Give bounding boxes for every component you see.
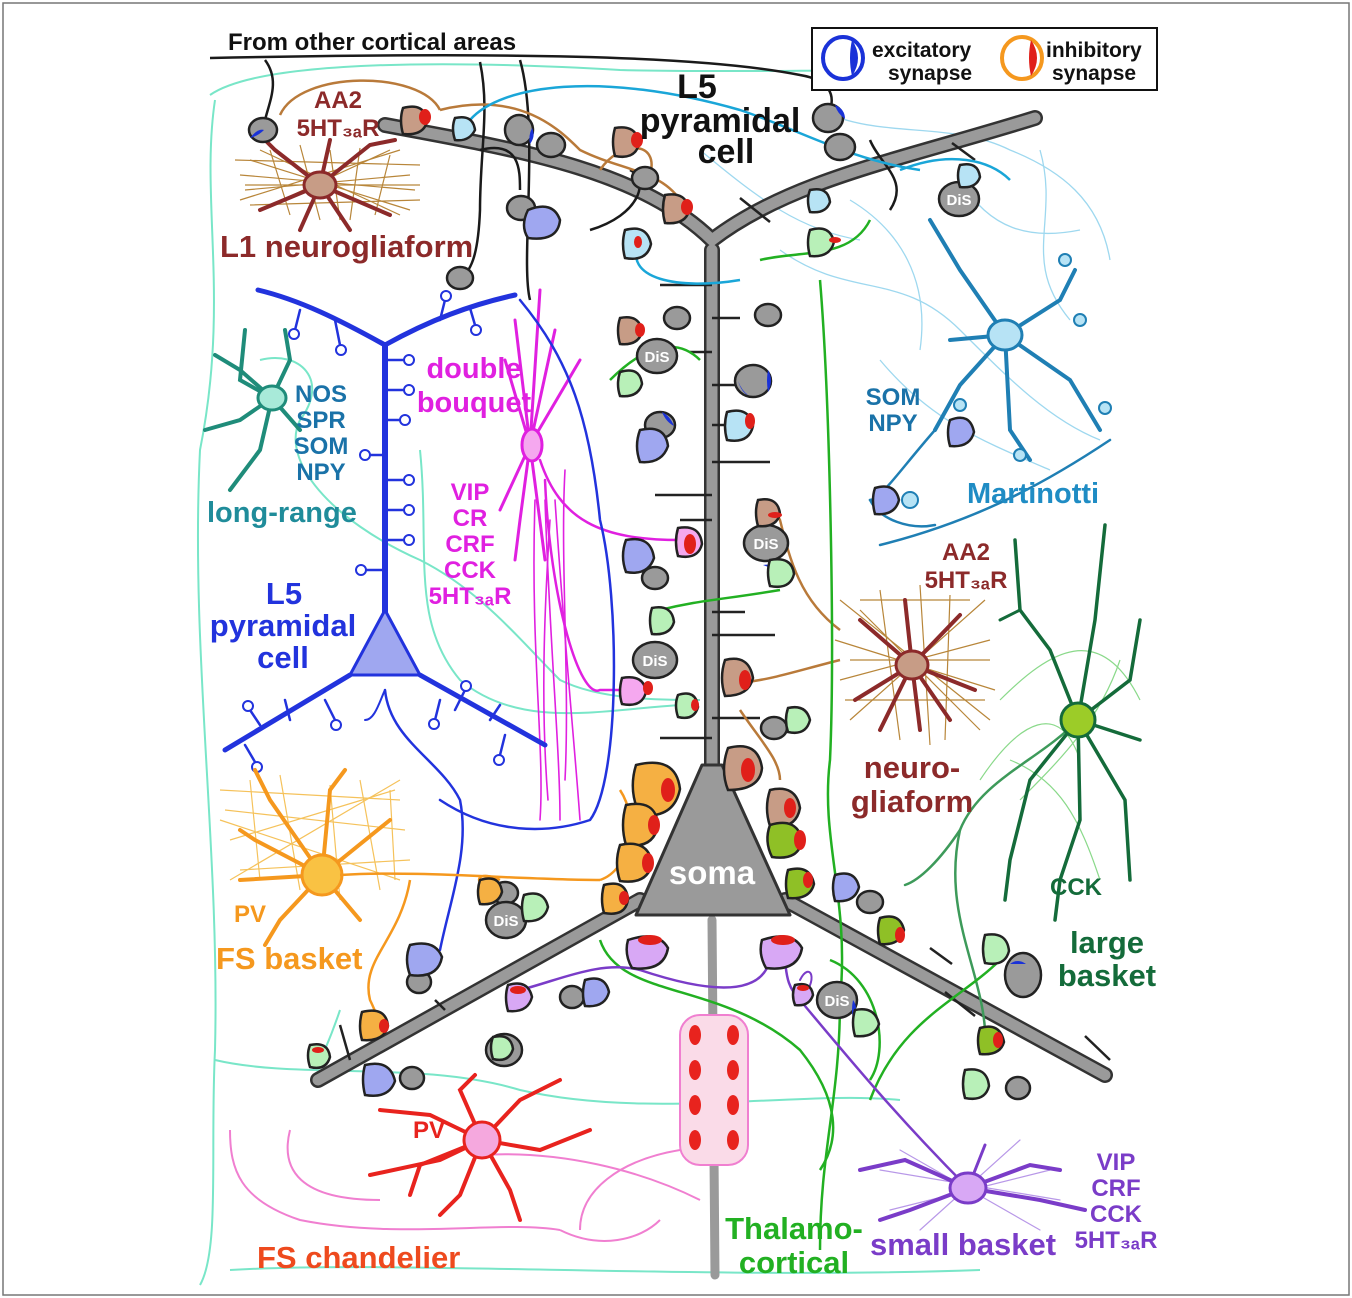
lb-name-2: basket [1058, 958, 1156, 993]
thalamocortical-axons [600, 220, 1000, 1250]
left-pyr-label-2: pyramidal [210, 608, 356, 643]
fsb-marker: PV [234, 901, 266, 928]
legend-inhibitory-label-1: inhibitory [1046, 39, 1142, 62]
dis-label: DiS [644, 349, 669, 366]
dis-label: DiS [946, 192, 971, 209]
dis-label: DiS [824, 993, 849, 1010]
dis-label: DiS [642, 653, 667, 670]
fs-basket-name: FS basket [216, 941, 362, 976]
thalamo-name-2: cortical [739, 1245, 849, 1280]
sb-marker: CRF [1091, 1175, 1140, 1202]
neurogliaform-cell [835, 585, 995, 745]
ng-name-2: gliaform [851, 784, 973, 819]
left-pyramidal-soma [350, 610, 420, 675]
title-other-areas: From other cortical areas [228, 29, 516, 56]
long-range-cell [205, 330, 300, 490]
thalamocortical-labels: Thalamo- cortical [725, 1211, 863, 1280]
db-marker: 5HT₃ₐR [429, 583, 512, 610]
lb-name-1: large [1070, 925, 1144, 960]
legend-excitatory-label-2: synapse [888, 62, 972, 85]
dis-label: DiS [493, 913, 518, 930]
large-basket-boutons [767, 823, 1004, 1054]
soma-label: soma [669, 854, 756, 891]
db-marker: CR [453, 505, 488, 532]
mt-marker: SOM [866, 384, 921, 411]
long-range-name: long-range [207, 497, 357, 529]
left-pyr-label-1: L5 [266, 576, 302, 611]
l1-neurogliaform-name: L1 neurogliaform [220, 229, 473, 264]
db-marker: VIP [451, 479, 490, 506]
l1-neurogliaform-labels: AA2 5HT₃ₐR L1 neurogliaform [220, 87, 473, 264]
thalamo-name-1: Thalamo- [725, 1211, 863, 1246]
legend-inhibitory-label-2: synapse [1052, 62, 1136, 85]
fsc-marker: PV [413, 1117, 445, 1144]
lb-marker: CCK [1050, 874, 1103, 901]
ng-name-1: neuro- [864, 750, 960, 785]
ng-marker-5ht3ar: 5HT₃ₐR [925, 567, 1008, 594]
l1-marker-5ht3ar: 5HT₃ₐR [297, 115, 380, 142]
martinotti-labels: SOM NPY Martinotti [866, 384, 1099, 510]
l1-neurogliaform-cell [235, 135, 420, 230]
db-marker: CRF [445, 531, 494, 558]
inhibitory-synapse-icon [1002, 37, 1042, 79]
sb-marker: VIP [1097, 1149, 1136, 1176]
chandelier-cartridges [680, 1015, 748, 1165]
l1-marker-aa2: AA2 [314, 87, 362, 114]
lr-marker: SPR [296, 407, 345, 434]
lr-marker: NOS [295, 381, 347, 408]
large-basket-labels: CCK large basket [1050, 874, 1156, 993]
lr-marker: NPY [296, 459, 345, 486]
left-pyr-label-3: cell [257, 640, 309, 675]
excitatory-synapse-icon [823, 37, 863, 79]
main-cell-label-3: cell [698, 133, 755, 171]
legend-excitatory-label-1: excitatory [872, 39, 972, 62]
small-basket-labels: VIP CRF CCK 5HT₃ₐR small basket [870, 1149, 1157, 1262]
left-pyramidal-labels: L5 pyramidal cell [210, 576, 356, 675]
lr-marker: SOM [294, 433, 349, 460]
fs-chandelier-name: FS chandelier [257, 1240, 460, 1275]
large-basket-axon-net [980, 651, 1140, 880]
dis-label: DiS [753, 536, 778, 553]
mt-marker: NPY [868, 410, 917, 437]
double-bouquet-name-2: bouquet [417, 387, 532, 419]
main-cell-label-1: L5 [677, 68, 717, 106]
small-basket-name: small basket [870, 1227, 1056, 1262]
db-marker: CCK [444, 557, 497, 584]
ng-marker-aa2: AA2 [942, 539, 990, 566]
sb-marker: CCK [1090, 1201, 1143, 1228]
sb-marker: 5HT₃ₐR [1075, 1227, 1158, 1254]
double-bouquet-name-1: double [426, 353, 521, 385]
martinotti-name: Martinotti [967, 478, 1099, 510]
legend: excitatory synapse inhibitory synapse [812, 28, 1157, 90]
